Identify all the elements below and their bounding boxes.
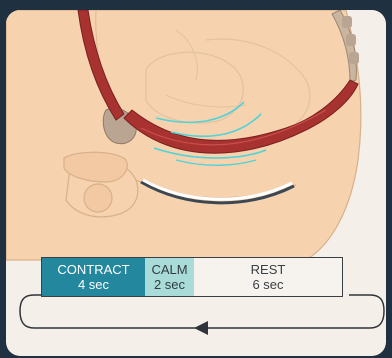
exercise-timer-bar: CONTRACT 4 sec CALM 2 sec REST 6 sec	[41, 257, 343, 297]
vertebra-2	[346, 34, 356, 46]
phase-rest-label: REST	[251, 262, 286, 277]
exercise-card	[6, 10, 386, 356]
vertebra-1	[342, 16, 352, 28]
phase-contract-duration: 4 sec	[78, 277, 109, 292]
phase-rest: REST 6 sec	[194, 258, 342, 296]
phase-rest-duration: 6 sec	[252, 277, 283, 292]
phase-contract-label: CONTRACT	[57, 262, 129, 277]
phase-calm-label: CALM	[151, 262, 187, 277]
vertebra-3	[349, 52, 359, 64]
phase-calm-duration: 2 sec	[154, 277, 185, 292]
phase-contract: CONTRACT 4 sec	[42, 258, 145, 296]
pelvic-anatomy-illustration	[6, 10, 386, 356]
phase-calm: CALM 2 sec	[145, 258, 194, 296]
genital-detail	[84, 184, 112, 212]
